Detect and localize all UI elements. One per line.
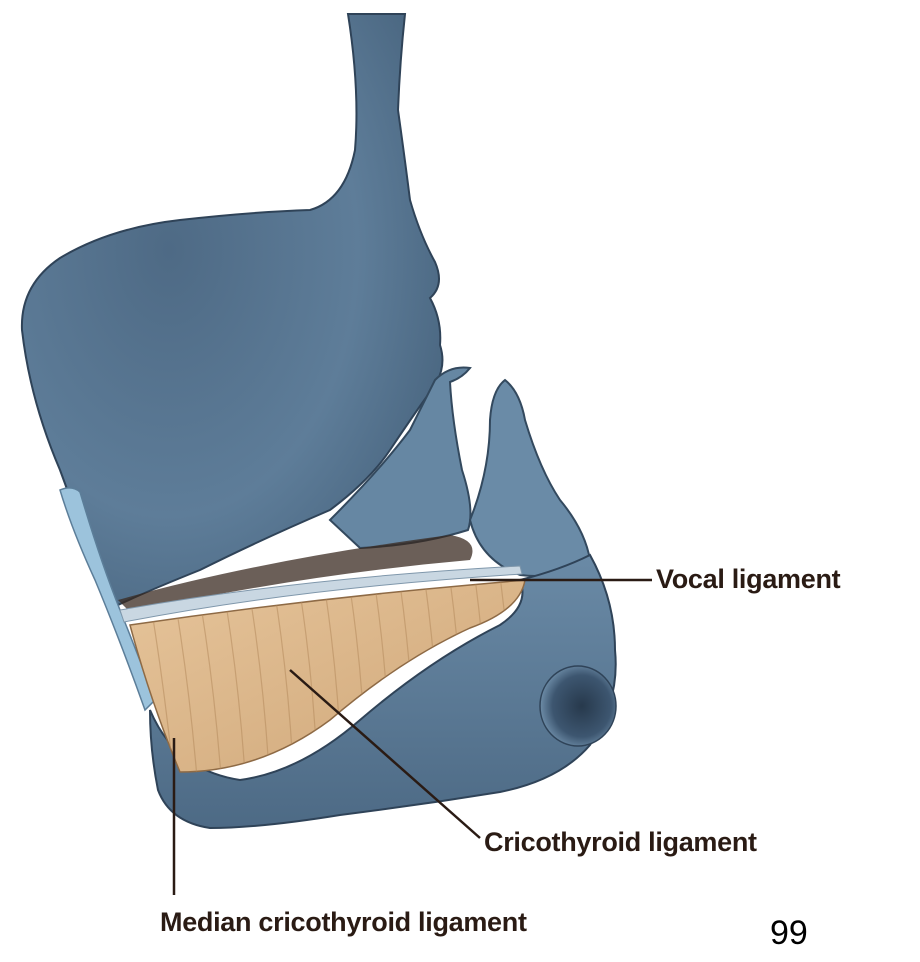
label-vocal-ligament: Vocal ligament bbox=[656, 564, 841, 594]
label-cricothyroid-ligament: Cricothyroid ligament bbox=[484, 827, 757, 857]
cricoid-facet bbox=[539, 665, 617, 747]
cricoid-cartilage bbox=[149, 553, 617, 830]
vocal-ligament bbox=[119, 565, 523, 623]
arytenoid-cartilage-right bbox=[468, 378, 592, 577]
vocal-fold-shadow bbox=[118, 535, 473, 612]
page-number: 99 bbox=[770, 914, 808, 952]
leader-line-cricothyroid bbox=[289, 669, 481, 839]
thyroid-cartilage bbox=[20, 13, 444, 607]
arytenoid-cartilage-left bbox=[328, 366, 472, 550]
label-median-cricothyroid-ligament: Median cricothyroid ligament bbox=[160, 907, 527, 937]
